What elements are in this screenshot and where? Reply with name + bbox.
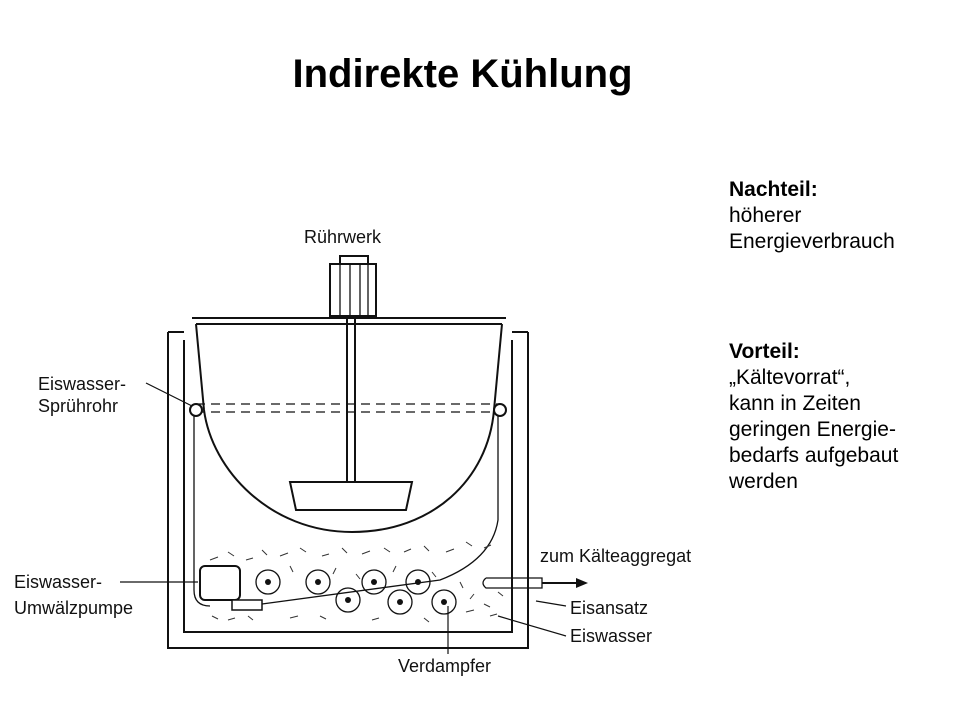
advantage-line: bedarfs aufgebaut [729, 444, 899, 467]
disadvantage-line: höherer [729, 204, 802, 227]
advantage-line: „Kältevorrat“, [729, 366, 851, 389]
disadvantage-note: Nachteil: höherer Energieverbrauch [729, 177, 957, 255]
label-circulation-pump: Umwälzpumpe [14, 598, 133, 618]
page-title: Indirekte Kühlung [292, 52, 633, 96]
leader-lines [120, 382, 567, 654]
advantage-line: geringen Energie- [729, 418, 896, 441]
label-stirrer: Rührwerk [304, 227, 382, 247]
advantage-heading: Vorteil: [729, 340, 800, 363]
advantage-note: Vorteil: „Kältevorrat“, kann in Zeiten g… [729, 339, 957, 495]
evaporator-coils [255, 569, 457, 615]
outer-tank [167, 331, 529, 649]
stirrer [288, 255, 414, 511]
inner-vessel [192, 317, 506, 534]
label-evaporator: Verdampfer [398, 656, 491, 676]
label-spray-pipe: Eiswasser- [38, 374, 126, 394]
disadvantage-heading: Nachteil: [729, 178, 818, 201]
disadvantage-line: Energieverbrauch [729, 230, 895, 253]
advantage-line: kann in Zeiten [729, 392, 861, 415]
advantage-line: werden [729, 470, 798, 493]
ice-buildup-marks [209, 541, 504, 623]
spray-pipe [189, 403, 507, 607]
circulation-pump [199, 565, 263, 611]
label-ice-buildup: Eisansatz [570, 598, 648, 618]
label-spray-pipe: Sprührohr [38, 396, 118, 416]
outlet-pipe [482, 577, 588, 589]
label-circulation-pump: Eiswasser- [14, 572, 102, 592]
label-ice-water: Eiswasser [570, 626, 652, 646]
label-to-refrigeration-unit: zum Kälteaggregat [540, 546, 691, 566]
